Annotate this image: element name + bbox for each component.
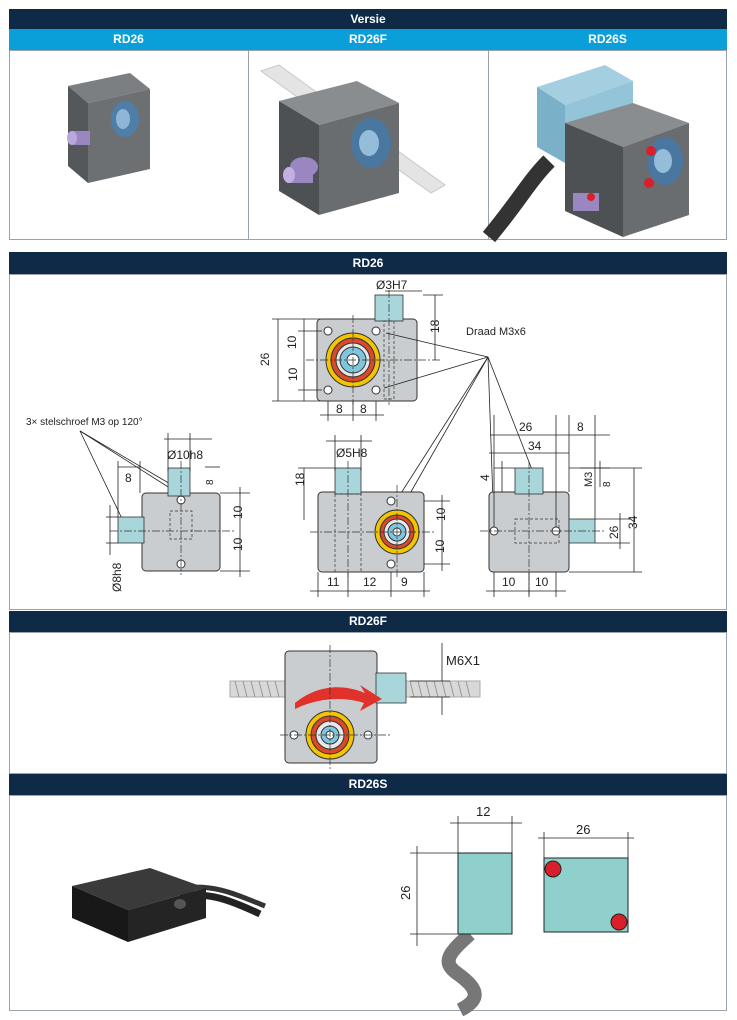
shaft-label-10h8: Ø10h8 (167, 448, 203, 462)
sensor-body (457, 852, 513, 935)
dim-10: 10 (502, 575, 516, 589)
dim-10: 10 (285, 335, 299, 349)
rd26s-photo (482, 65, 689, 243)
rd26-right-view (480, 461, 605, 595)
rd26-photo (67, 73, 150, 183)
rd26s-sensor-photo (72, 868, 266, 942)
dim-26: 26 (519, 420, 533, 434)
rd26-header-label: RD26 (352, 256, 384, 270)
rd26s-drawing: 12 26 26 (72, 804, 634, 1017)
rd26-header: RD26 (9, 252, 727, 274)
dim-26: 26 (258, 352, 272, 366)
rd26f-nut (375, 672, 407, 704)
versions-column-bar: RD26 RD26F RD26S (9, 29, 727, 50)
dim-8: 8 (205, 479, 216, 485)
thread-callout: Draad M3x6 (466, 326, 526, 338)
dim-10: 10 (231, 505, 245, 519)
versions-header-label: Versie (350, 12, 386, 26)
dim-26: 26 (398, 886, 413, 900)
rd26-drawing: 26 10 10 18 8 8 Ø3H7 Draad M3x6 3× stels… (26, 278, 642, 597)
rd26-front-view (310, 461, 435, 577)
rd26-left-dims (106, 433, 250, 577)
dim-8: 8 (336, 402, 343, 416)
rd26s-header: RD26S (9, 774, 727, 795)
rd26f-drawing: M6X1 (229, 643, 481, 769)
divider (488, 51, 489, 239)
dim-18: 18 (428, 319, 442, 333)
dim-4: 4 (478, 474, 492, 481)
rd26f-drawing-frame: M6X1 (9, 632, 727, 774)
dim-9: 9 (401, 575, 408, 589)
shaft-label-3h7: Ø3H7 (376, 278, 408, 292)
rd26f-header: RD26F (9, 611, 727, 632)
rd26-left-view (110, 461, 235, 575)
dim-10: 10 (434, 507, 448, 521)
dim-10: 10 (433, 539, 447, 553)
shaft-label-8h8: Ø8h8 (110, 562, 124, 592)
dim-26: 26 (576, 822, 590, 837)
rd26-right-dims (486, 415, 642, 597)
rd26f-header-label: RD26F (348, 614, 387, 628)
dim-34: 34 (626, 515, 640, 529)
rd26-front-dims (298, 435, 450, 597)
shaft-label-5h8: Ø5H8 (336, 446, 368, 460)
column-rd26: RD26 (113, 32, 144, 46)
column-rd26s: RD26S (588, 32, 627, 46)
versions-photo-frame (9, 50, 727, 243)
rd26f-photo (259, 64, 446, 215)
dim-12: 12 (363, 575, 377, 589)
dim-8: 8 (577, 420, 584, 434)
rd26-top-dims (272, 290, 443, 421)
thread-leaders (383, 332, 557, 532)
set-screw-callout: 3× stelschroef M3 op 120° (26, 417, 143, 428)
dim-8: 8 (360, 402, 367, 416)
dim-11: 11 (327, 575, 340, 589)
dim-10: 10 (286, 367, 300, 381)
rd26-drawing-frame: 26 10 10 18 8 8 Ø3H7 Draad M3x6 3× stels… (9, 274, 727, 610)
rotation-arrow (295, 685, 382, 711)
versions-header: Versie (9, 9, 727, 29)
rd26-top-view (306, 290, 440, 405)
dim-10: 10 (231, 537, 245, 551)
dim-10: 10 (535, 575, 549, 589)
rd26s-drawing-frame: 12 26 26 (9, 795, 727, 1017)
dim-8: 8 (602, 481, 613, 487)
dim-8: 8 (125, 471, 132, 485)
divider (248, 51, 249, 239)
dim-26: 26 (607, 525, 621, 539)
thread-label-m6x1: M6X1 (446, 653, 480, 668)
rd26s-header-label: RD26S (348, 777, 388, 791)
dim-12: 12 (476, 804, 490, 819)
dim-m3: M3 (583, 472, 595, 487)
column-rd26f: RD26F (348, 32, 387, 46)
dim-18: 18 (293, 472, 307, 486)
dim-34: 34 (528, 439, 542, 453)
